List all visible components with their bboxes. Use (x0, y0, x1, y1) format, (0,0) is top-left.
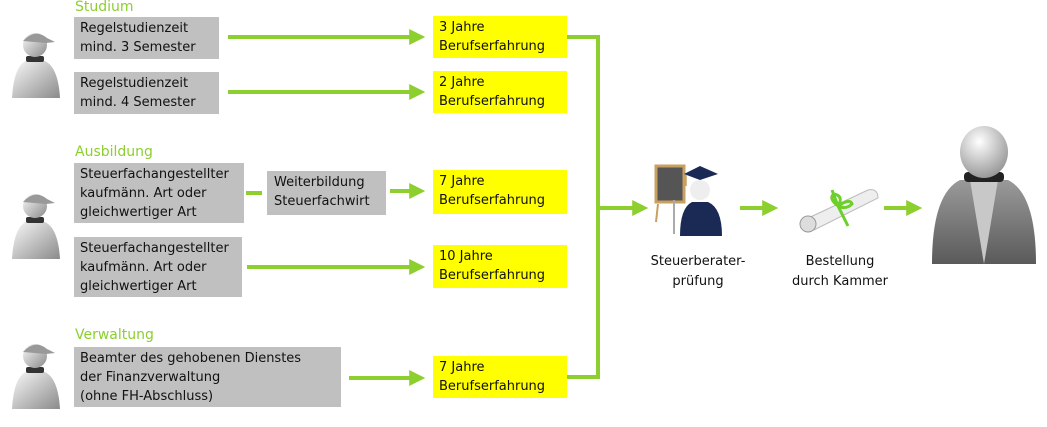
graduate-chalkboard-icon (654, 164, 722, 236)
section-label-verwaltung: Verwaltung (75, 327, 154, 343)
experience-box: 7 Jahre Berufserfahrung (433, 356, 567, 398)
intermediate-box: Weiterbildung Steuerfachwirt (267, 171, 386, 215)
experience-box: 7 Jahre Berufserfahrung (433, 170, 567, 214)
tax-advisor-person-icon (932, 126, 1036, 264)
requirement-box: Regelstudienzeit mind. 4 Semester (74, 72, 219, 114)
step-label-exam: Steuerberater- prüfung (650, 254, 746, 289)
requirement-box: Steuerfachangestellter kaufmänn. Art ode… (74, 163, 244, 223)
requirement-box: Beamter des gehobenen Dienstes der Finan… (74, 347, 341, 407)
person-cap-icon (12, 194, 60, 259)
bracket (566, 35, 600, 379)
requirement-box: Regelstudienzeit mind. 3 Semester (74, 17, 219, 59)
experience-box: 2 Jahre Berufserfahrung (433, 71, 567, 113)
diploma-scroll-icon (799, 189, 879, 233)
section-label-studium: Studium (75, 0, 134, 15)
requirement-box: Steuerfachangestellter kaufmänn. Art ode… (74, 237, 242, 297)
experience-box: 3 Jahre Berufserfahrung (433, 16, 567, 58)
section-label-ausbildung: Ausbildung (75, 144, 153, 160)
experience-box: 10 Jahre Berufserfahrung (433, 245, 567, 288)
person-cap-icon (12, 344, 60, 409)
person-cap-icon (12, 33, 60, 98)
step-label-appointment: Bestellung durch Kammer (791, 254, 888, 289)
